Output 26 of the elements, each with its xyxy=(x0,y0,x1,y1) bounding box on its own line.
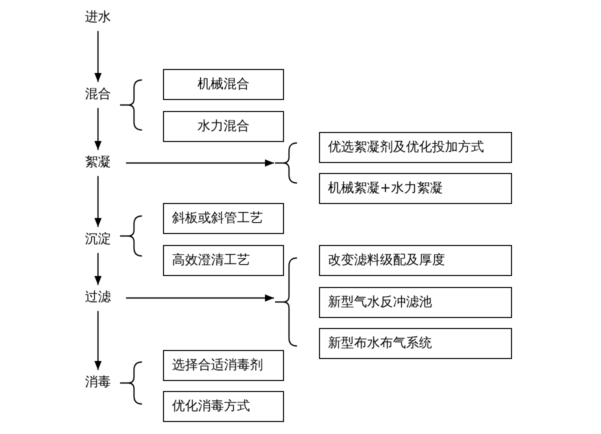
process-box: 新型布水布气系统 xyxy=(319,328,512,359)
arrow xyxy=(94,253,102,285)
process-box: 优选絮凝剂及优化投加方式 xyxy=(319,132,512,163)
process-box: 改变滤料级配及厚度 xyxy=(319,245,512,276)
arrow xyxy=(94,176,102,227)
curly-bracket xyxy=(275,142,300,184)
process-box: 斜板或斜管工艺 xyxy=(163,203,284,234)
process-box: 机械混合 xyxy=(163,69,284,100)
stage-label: 混合 xyxy=(78,86,118,104)
stage-label: 沉淀 xyxy=(78,231,118,249)
arrow xyxy=(126,159,274,167)
arrow xyxy=(94,108,102,150)
arrow xyxy=(126,294,274,302)
arrow xyxy=(94,31,102,82)
stage-label: 絮凝 xyxy=(78,154,118,172)
stage-label: 过滤 xyxy=(78,289,118,307)
stage-label: 消毒 xyxy=(78,374,118,392)
stage-label: 进水 xyxy=(78,9,118,27)
arrow xyxy=(94,311,102,370)
curly-bracket xyxy=(275,257,300,347)
process-box: 优化消毒方式 xyxy=(163,391,284,422)
process-box: 水力混合 xyxy=(163,111,284,142)
process-box: 新型气水反冲滤池 xyxy=(319,287,512,318)
process-box: 高效澄清工艺 xyxy=(163,245,284,276)
process-box: 机械絮凝+水力絮凝 xyxy=(319,173,512,204)
process-box: 选择合适消毒剂 xyxy=(163,350,284,381)
